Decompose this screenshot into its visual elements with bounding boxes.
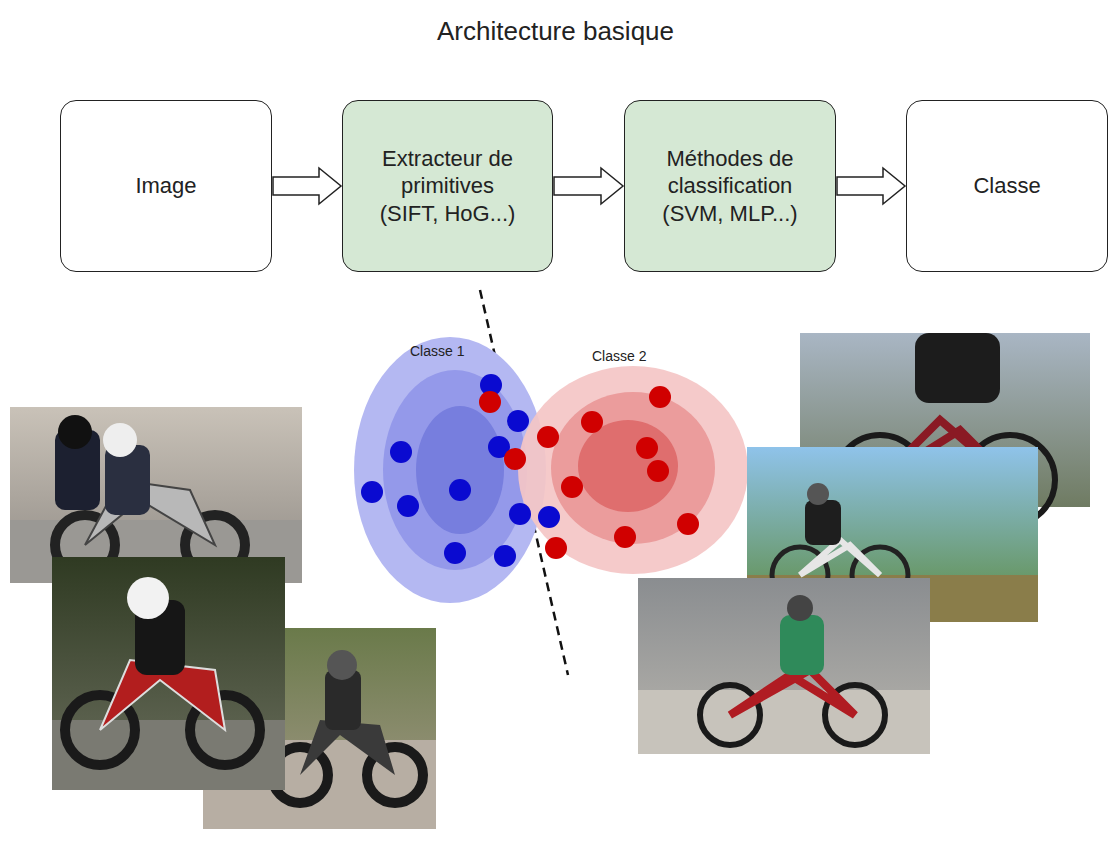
node-text: Méthodes de classification (SVM, MLP...): [651, 145, 809, 228]
node-text: Classe: [973, 172, 1040, 200]
block-arrow: [554, 168, 623, 204]
motorcycle-photo: [10, 407, 302, 583]
process-box: Méthodes de classification (SVM, MLP...): [624, 100, 836, 272]
class-label: Classe 1: [410, 343, 464, 359]
diagram-title: Architecture basique: [0, 16, 1111, 47]
class-label: Classe 2: [592, 348, 646, 364]
class-1-points: [361, 374, 560, 567]
bicycle-photo: [638, 578, 930, 754]
node-text: Image: [135, 172, 196, 200]
class-2-cluster: [518, 366, 748, 574]
io-box: Classe: [906, 100, 1108, 272]
io-box: Image: [60, 100, 272, 272]
class-1-cluster: [354, 337, 546, 603]
node-text: Extracteur de primitives (SIFT, HoG...): [369, 145, 526, 228]
class-2-points: [479, 386, 699, 559]
block-arrow: [273, 168, 341, 204]
block-arrow: [837, 168, 905, 204]
motorcycle-photo: [52, 557, 285, 790]
process-box: Extracteur de primitives (SIFT, HoG...): [342, 100, 553, 272]
